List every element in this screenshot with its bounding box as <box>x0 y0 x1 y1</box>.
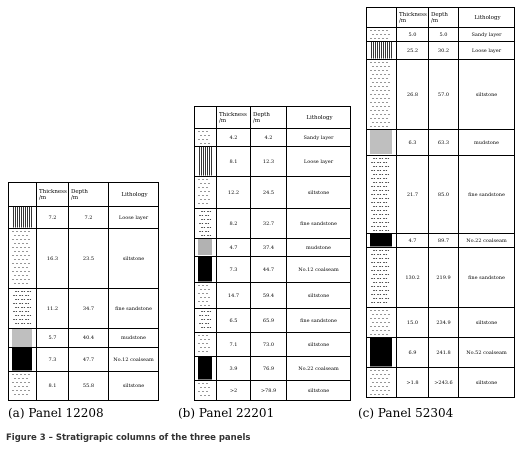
strata-pattern-dots <box>198 382 210 397</box>
strata-pattern-dashdot <box>199 211 212 236</box>
strata-pattern-dots <box>370 61 390 128</box>
lithology-cell: fine sandstone <box>458 247 515 308</box>
depth-cell: 32.7 <box>250 208 287 239</box>
lithology-cell: siltstone <box>286 176 351 209</box>
depth-cell: 23.5 <box>68 228 109 289</box>
thickness-cell: 11.2 <box>36 288 69 329</box>
strata-pattern-dots <box>198 284 210 307</box>
lithology-cell: fine sandstone <box>286 208 351 239</box>
thickness-cell: 8.1 <box>36 371 69 401</box>
strata-pattern-dots <box>198 130 210 145</box>
strata-pattern-vlines <box>13 206 32 228</box>
lithology-cell: siltstone <box>458 367 515 398</box>
lithology-header: Lithology <box>458 7 515 28</box>
strata-pattern-dots <box>12 373 30 396</box>
depth-cell: >243.6 <box>428 367 459 398</box>
strata-pattern-strip <box>370 29 392 396</box>
strata-pattern-dots <box>198 178 210 205</box>
thickness-header: Thickness /m <box>396 7 429 28</box>
lithology-cell: siltstone <box>458 59 515 130</box>
thickness-cell: >1.8 <box>396 367 429 398</box>
strata-pattern-dots <box>198 334 210 353</box>
strata-pattern-coal <box>370 233 392 247</box>
strata-pattern-dashdot <box>199 311 212 328</box>
panel-12208-caption: (a) Panel 12208 <box>8 406 104 420</box>
thickness-cell: 7.3 <box>216 256 251 283</box>
lithology-header: Lithology <box>108 182 159 207</box>
depth-cell: 57.0 <box>428 59 459 130</box>
lithology-cell: siltstone <box>108 228 159 289</box>
strata-pattern-hlines <box>370 130 392 154</box>
strata-pattern-coal <box>198 256 212 282</box>
lithology-cell: siltstone <box>458 307 515 338</box>
depth-header: Depth /m <box>250 106 287 129</box>
lithology-cell: siltstone <box>286 282 351 309</box>
lithology-cell: siltstone <box>286 332 351 357</box>
depth-cell: 76.9 <box>250 356 287 381</box>
strata-pattern-strip <box>12 206 32 396</box>
lithology-cell: Loose layer <box>286 146 351 177</box>
figure-caption: Figure 3 – Stratigrapic columns of the t… <box>6 433 251 443</box>
strata-pattern-hlines <box>198 239 212 255</box>
panel-22201-caption: (b) Panel 22201 <box>178 406 275 420</box>
panel-52304-caption: (c) Panel 52304 <box>358 406 454 420</box>
strata-pattern-dashdot <box>371 250 390 303</box>
thickness-cell: 7.1 <box>216 332 251 357</box>
strata-pattern-dots <box>12 230 30 285</box>
strata-pattern-vlines <box>371 41 392 59</box>
thickness-cell: 8.1 <box>216 146 251 177</box>
lithology-cell: siltstone <box>286 380 351 401</box>
strata-pattern-dots <box>370 369 390 396</box>
lithology-cell: siltstone <box>108 371 159 401</box>
lithology-cell: fine sandstone <box>286 308 351 333</box>
lithology-cell: No.22 coalseam <box>286 356 351 381</box>
strata-pattern-coal <box>198 356 212 380</box>
strata-pattern-dots <box>370 309 390 336</box>
thickness-cell: 3.9 <box>216 356 251 381</box>
thickness-cell: 6.5 <box>216 308 251 333</box>
strata-pattern-dashdot <box>371 158 390 231</box>
strata-pattern-vlines <box>199 146 212 176</box>
strata-strip-cell <box>8 288 37 329</box>
thickness-cell: 12.2 <box>216 176 251 209</box>
thickness-cell: 21.7 <box>396 155 429 234</box>
strata-pattern-hlines <box>12 329 32 347</box>
depth-cell: 47.7 <box>68 347 109 372</box>
thickness-cell: 16.3 <box>36 228 69 289</box>
strata-pattern-dashdot <box>13 291 32 324</box>
strata-pattern-coal <box>12 347 32 371</box>
strata-pattern-dots <box>370 29 390 40</box>
strata-pattern-coal <box>370 337 392 367</box>
depth-cell: 44.7 <box>250 256 287 283</box>
lithology-cell: No.52 coalseam <box>458 337 515 368</box>
thickness-cell: 6.9 <box>396 337 429 368</box>
strata-pattern-strip <box>198 130 212 397</box>
depth-cell: 73.0 <box>250 332 287 357</box>
depth-cell: 24.5 <box>250 176 287 209</box>
